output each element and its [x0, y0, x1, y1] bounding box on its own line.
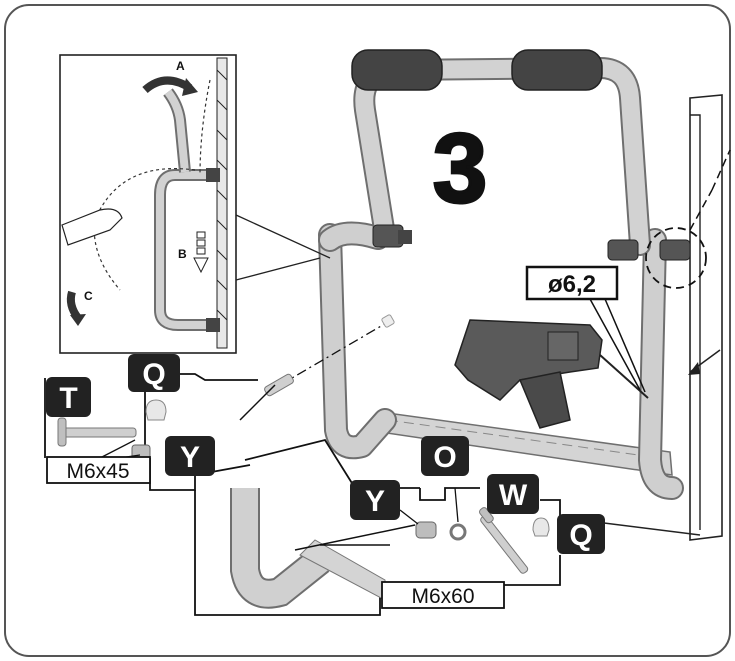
drill-diameter-label: ø6,2 — [525, 265, 646, 393]
foam-pad-right — [511, 49, 603, 91]
parts-kit-left: M6x45 — [44, 373, 276, 491]
side-view-inset: A B C — [59, 54, 331, 354]
arrow-b-label: B — [178, 247, 187, 261]
badge-y-right: Y — [350, 480, 400, 520]
badge-q-right: Q — [557, 514, 605, 554]
step-number: 3 — [433, 113, 488, 223]
vehicle-panel — [579, 94, 723, 541]
badge-y-left: Y — [165, 436, 215, 476]
svg-text:T: T — [59, 382, 77, 415]
arrow-c-label: C — [84, 289, 93, 303]
end-cap-icon — [145, 399, 167, 421]
nut-icon-2 — [415, 521, 437, 539]
svg-text:Q: Q — [569, 519, 592, 552]
drill-icon — [454, 319, 649, 429]
bolt-m6x60-label: M6x60 — [411, 585, 474, 608]
foam-pad-left — [351, 49, 443, 91]
bolt-m6x45-icon — [57, 417, 137, 447]
svg-text:Q: Q — [142, 358, 165, 391]
badge-q-left: Q — [128, 354, 180, 392]
badge-w: W — [487, 474, 539, 514]
svg-text:W: W — [499, 479, 528, 512]
svg-text:Y: Y — [365, 485, 385, 518]
end-cap-icon-2 — [532, 517, 550, 537]
svg-text:Y: Y — [180, 441, 200, 474]
badge-t: T — [46, 377, 91, 417]
bolt-small-icon — [264, 373, 294, 397]
clamp-knobs — [372, 224, 691, 261]
foam-pads — [351, 49, 603, 91]
drill-diameter-text: ø6,2 — [548, 271, 596, 298]
hand-icon — [61, 208, 123, 246]
insertion-axis — [279, 321, 389, 386]
svg-text:O: O — [433, 441, 456, 474]
parts-kit-right: M6x60 — [381, 487, 561, 609]
bottom-detail-inset — [194, 438, 420, 616]
arrow-a-label: A — [176, 59, 185, 73]
detail-circle — [645, 227, 707, 289]
bolt-m6x45-label: M6x45 — [66, 460, 129, 483]
badge-o: O — [421, 436, 469, 476]
washer-icon — [449, 523, 467, 541]
